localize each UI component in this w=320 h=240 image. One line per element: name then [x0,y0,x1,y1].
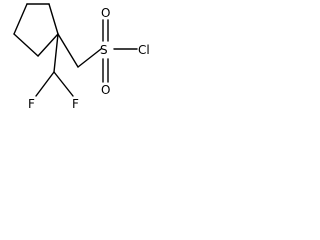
ring-bond-2 [48,3,59,35]
ring-bond-4 [13,33,39,57]
fluorine-left-atom-label: F [28,97,35,111]
fluorine-right-atom-label: F [72,97,79,111]
cyclopentane-ring [13,3,59,57]
chlorine-atom-label: Cl [138,43,150,57]
oxygen-top-atom-label: O [101,6,110,20]
bond-ch2-to-s [77,48,102,68]
ring-bond-3 [37,33,59,57]
bond-ring-to-ch2 [57,33,79,68]
bond-c-f-right [53,71,74,97]
sulfur-atom-label: S [100,43,108,57]
chemical-structure: S Cl O O F F [13,3,150,111]
ring-bond-5 [13,3,28,35]
oxygen-bottom-atom-label: O [101,83,110,97]
bond-ring-to-chf2 [53,33,59,73]
bond-c-f-left [35,71,55,97]
